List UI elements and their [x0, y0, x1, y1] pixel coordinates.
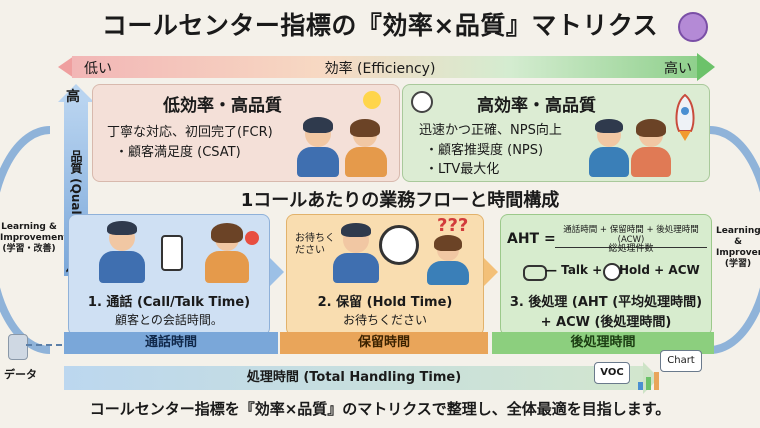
chart-badge: Chart — [660, 350, 702, 372]
aht-formula-denominator: 総処理件数 — [608, 244, 654, 254]
hold-bubble: お待ちください — [295, 233, 335, 256]
learning-loop-right-icon — [709, 126, 760, 354]
panel-high-efficiency-high-quality: 高効率・高品質 迅速かつ正確、NPS向上 ・顧客推奨度 (NPS) ・LTV最大… — [402, 84, 710, 182]
talk-time-band: 通話時間 — [64, 332, 278, 354]
hold-step-title: 2. 保留 (Hold Time) — [317, 295, 453, 310]
hold-step: お待ちください ??? 2. 保留 (Hold Time) お待ちください — [286, 214, 484, 336]
talk-step-title: 1. 通話 (Call/Talk Time) — [87, 295, 251, 310]
learning-improvement-left: Learning & Improvement (学習・改善) — [0, 222, 68, 254]
aht-formula-line2b: Hold + ACW — [619, 263, 700, 277]
panel-low-efficiency-high-quality: 低効率・高品質 丁寧な対応、初回完了(FCR) ・顧客満足度 (CSAT) — [92, 84, 400, 182]
agent-on-hold-illustration — [327, 221, 387, 287]
data-connector — [26, 344, 62, 346]
panel-line: ・顧客推奨度 (NPS) — [425, 143, 544, 158]
efficiency-high-label: 高い — [664, 61, 692, 77]
flow-arrow-2 — [484, 258, 498, 286]
smile-icon — [363, 91, 381, 109]
efficiency-low-label: 低い — [84, 61, 112, 77]
footer-text: コールセンター指標を『効率×品質』のマトリクスで整理し、全体最適を目指します。 — [89, 400, 671, 418]
phone-icon — [161, 235, 183, 271]
voc-badge: VOC — [594, 362, 630, 384]
aht-formula-numerator: 通話時間 + 保留時間 + 後処理時間 (ACW) — [555, 223, 707, 248]
agent-headset-illustration — [89, 221, 159, 287]
acw-step-title: 3. 後処理 (AHT (平均処理時間) — [509, 295, 703, 310]
panel-line: 迅速かつ正確、NPS向上 — [419, 123, 562, 138]
customer-illustration — [193, 221, 263, 287]
waiting-customer-illustration — [421, 221, 477, 287]
target-icon — [678, 12, 708, 42]
data-label: データ — [4, 368, 37, 381]
quality-high-label: 高 — [66, 89, 80, 105]
flow-title: 1コールあたりの業務フローと時間構成 — [240, 190, 560, 211]
hold-step-desc: お待ちください — [342, 313, 427, 327]
aht-formula-left: AHT = — [507, 231, 556, 247]
rocket-icon — [675, 93, 695, 141]
panel-line: 丁寧な対応、初回完了(FCR) — [107, 125, 273, 140]
total-handling-time-bar: 処理時間 (Total Handling Time) — [64, 366, 644, 390]
panel-line: ・顧客満足度 (CSAT) — [115, 145, 241, 160]
clock-icon — [379, 225, 419, 265]
agent-and-customer-illustration — [293, 91, 393, 179]
acw-step: AHT = 通話時間 + 保留時間 + 後処理時間 (ACW) 総処理件数 — … — [500, 214, 712, 336]
talk-step: 1. 通話 (Call/Talk Time) 顧客との会話時間。 — [68, 214, 270, 336]
panel-heading: 高効率・高品質 — [477, 96, 596, 116]
acw-time-band: 後処理時間 — [492, 332, 714, 354]
quality-arrow-up — [58, 84, 94, 102]
page-title: コールセンター指標の『効率×品質』マトリクス — [101, 11, 659, 40]
phone-icon — [523, 265, 547, 281]
flow-arrow-1 — [270, 258, 284, 286]
panel-heading: 低効率・高品質 — [163, 96, 282, 116]
talk-step-desc: 顧客との会話時間。 — [115, 313, 223, 327]
efficiency-arrow-left — [58, 56, 74, 78]
learning-improvement-right: Learning & Improvement (学習) — [716, 226, 760, 269]
database-icon — [8, 334, 28, 360]
efficiency-arrow-right — [697, 53, 715, 81]
acw-step-title-2: + ACW (後処理時間) — [540, 315, 672, 330]
clock-icon — [411, 91, 433, 113]
agents-illustration — [583, 113, 673, 179]
angry-face-icon — [245, 231, 259, 245]
panel-line: ・LTV最大化 — [425, 162, 500, 177]
aht-formula-line2: — Talk + — [545, 263, 603, 277]
question-marks: ??? — [437, 215, 469, 236]
clock-icon — [603, 263, 621, 281]
hold-time-band: 保留時間 — [280, 332, 488, 354]
efficiency-axis-label: 効率 (Efficiency) — [324, 61, 436, 77]
bar-chart-icon — [638, 372, 659, 390]
efficiency-axis-bar — [72, 56, 698, 78]
